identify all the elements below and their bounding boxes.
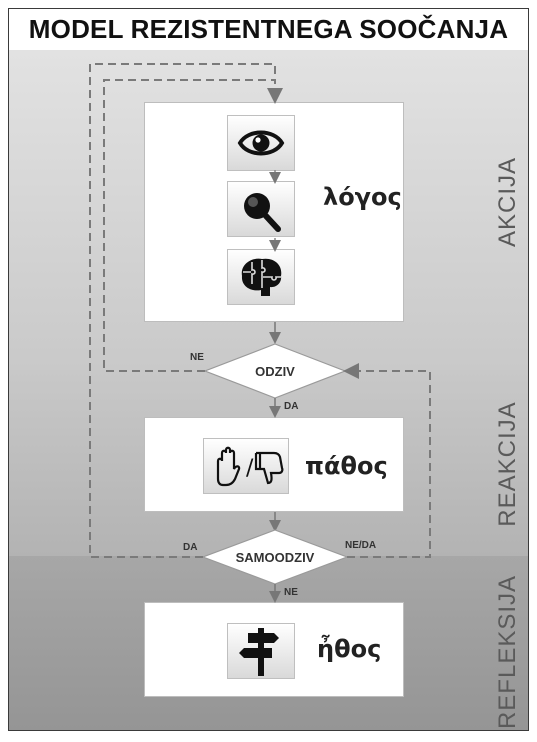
- pathos-panel: / πάθος: [144, 417, 404, 512]
- logos-label: λόγος: [323, 183, 402, 211]
- eye-icon-box: [227, 115, 295, 171]
- edge-label-samoodziv-neda: NE/DA: [345, 540, 377, 551]
- brain-puzzle-icon: [241, 258, 282, 296]
- logos-panel: λόγος: [144, 102, 404, 322]
- loop-samoodziv-da: [89, 63, 276, 558]
- edge-label-odziv-da: DA: [284, 401, 299, 412]
- edge-label-samoodziv-ne: NE: [284, 587, 298, 598]
- pathos-label: πάθος: [305, 452, 388, 480]
- edge-label-odziv-ne: NE: [190, 352, 204, 363]
- edge-label-samoodziv-da: DA: [183, 542, 198, 553]
- diagram-title: MODEL REZISTENTNEGA SOOČANJA: [28, 14, 509, 44]
- hand-stop-icon: /: [216, 446, 284, 487]
- pathos-icons-box: /: [203, 438, 289, 494]
- signpost-icon: [239, 628, 279, 676]
- eye-icon: [237, 130, 285, 156]
- pathos-separator: /: [246, 456, 254, 481]
- ethos-label: ἦθος: [317, 635, 382, 663]
- decision-odziv-label: ODZIV: [255, 364, 295, 379]
- magnifier-icon-box: [227, 181, 295, 237]
- thumbs-down-icon: [254, 451, 284, 485]
- loop-odziv-ne: [103, 79, 283, 372]
- decision-samoodziv-label: SAMOODZIV: [235, 550, 315, 565]
- brain-puzzle-icon-box: [227, 249, 295, 305]
- loop-samoodziv-neda: [343, 363, 431, 558]
- signpost-icon-box: [227, 623, 295, 679]
- magnifier-icon: [244, 193, 281, 232]
